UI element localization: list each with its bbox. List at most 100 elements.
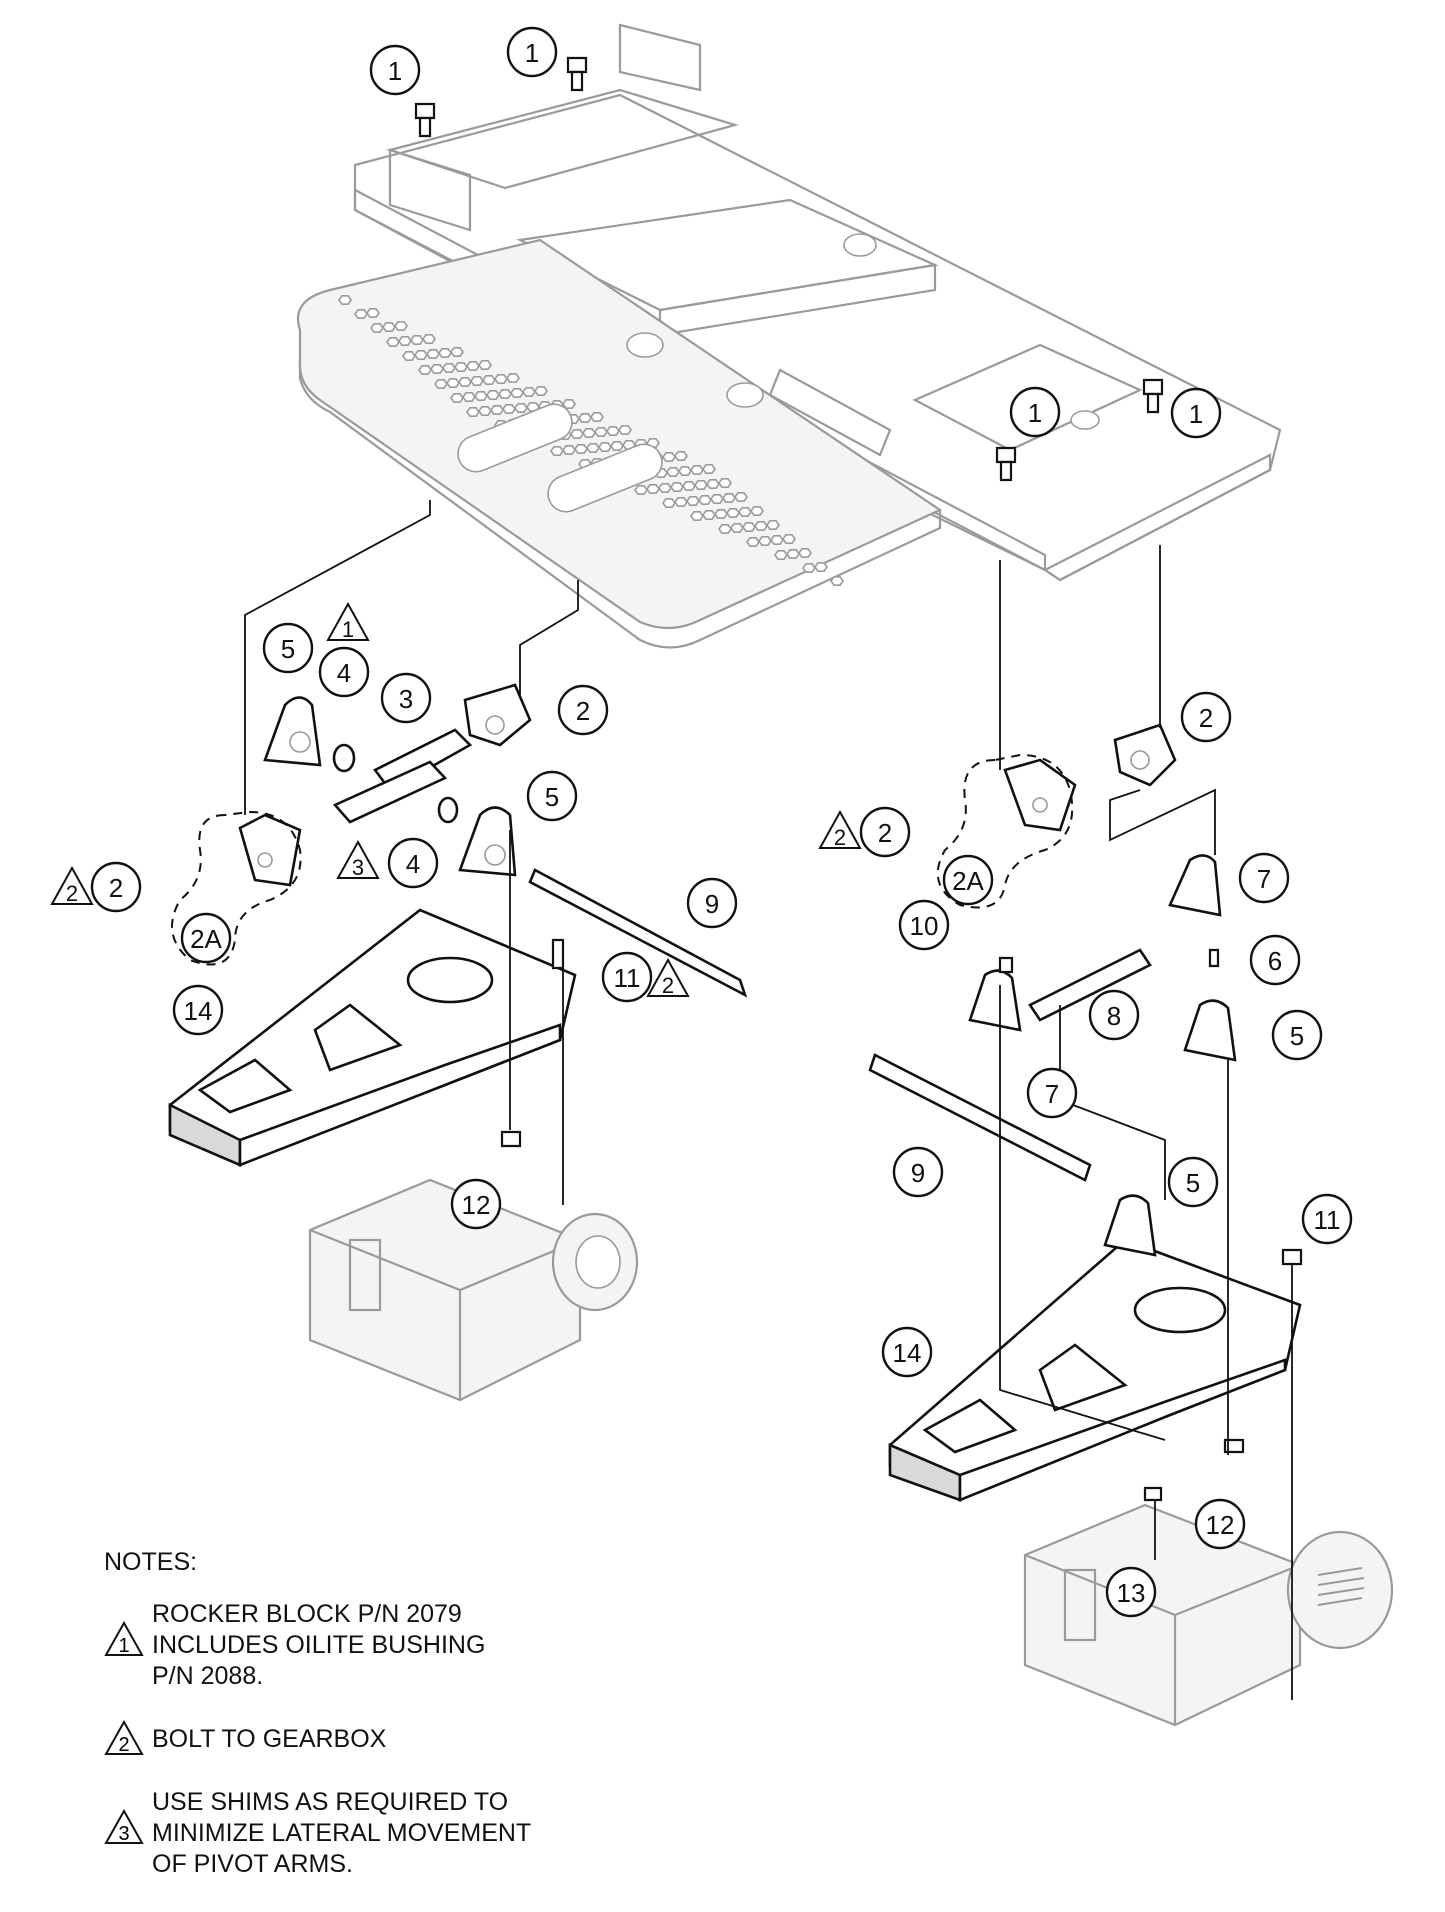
perforation-hole — [462, 391, 476, 403]
perforation-hole — [746, 536, 760, 548]
callout-label: 13 — [1117, 1578, 1146, 1608]
perforation-hole — [398, 335, 412, 347]
callout-circle — [1167, 1156, 1219, 1208]
callout-label: 2A — [190, 924, 222, 954]
callout-circle — [262, 622, 314, 674]
perforation-hole — [690, 510, 704, 522]
callout-label: 10 — [910, 911, 939, 941]
perforation-hole — [798, 547, 812, 559]
perforation-hole — [590, 411, 604, 423]
perforation-hole — [718, 477, 732, 489]
callout-circle — [380, 672, 432, 724]
perforation-hole — [830, 575, 844, 587]
perforation-hole — [486, 389, 500, 401]
perforation-hole — [682, 480, 696, 492]
svg-text:1: 1 — [118, 1635, 129, 1657]
perforation-hole — [658, 482, 672, 494]
callout-circle — [1180, 691, 1232, 743]
perforation-hole — [422, 333, 436, 345]
perforation-hole — [442, 362, 456, 374]
perforation-hole — [814, 561, 828, 573]
callout-label: 4 — [337, 658, 351, 688]
note-flag-icon — [818, 809, 862, 849]
callout-label: 7 — [1257, 864, 1271, 894]
callout-c-l-9: 9 — [686, 877, 738, 929]
perforation-hole — [562, 444, 576, 456]
perforation-hole — [490, 404, 504, 416]
callout-c-top-1c: 1 — [1009, 386, 1061, 438]
perforation-hole — [686, 495, 700, 507]
note-flag-f-l-1: 1 — [326, 601, 370, 642]
callout-circle — [1271, 1009, 1323, 1061]
perforation-hole — [410, 334, 424, 346]
callout-circle — [1194, 1498, 1246, 1550]
callout-circle — [1170, 387, 1222, 439]
callout-circle — [387, 837, 439, 889]
perforation-hole — [730, 522, 744, 534]
perforation-hole — [690, 464, 704, 476]
note-flag-label: 2 — [834, 825, 846, 850]
perforation-hole — [454, 361, 468, 373]
perforation-hole — [394, 320, 408, 332]
callout-c-r-2A: 2A — [942, 854, 994, 906]
perforation-hole — [674, 450, 688, 462]
right-pivot-arm — [888, 1238, 1302, 1502]
perforation-hole — [722, 492, 736, 504]
callout-c-l-2a: 2 — [557, 684, 609, 736]
callout-c-top-1a: 1 — [369, 44, 421, 96]
callout-circle — [892, 1146, 944, 1198]
note-line: ROCKER BLOCK P/N 2079 — [152, 1600, 462, 1628]
left-bushing-group — [171, 810, 302, 966]
note-line: INCLUDES OILITE BUSHING — [152, 1631, 486, 1659]
perforation-hole — [426, 348, 440, 360]
callout-c-r-7a: 7 — [1238, 852, 1290, 904]
perforation-hole — [414, 349, 428, 361]
top-plate-assembly — [296, 23, 1282, 649]
perforation-hole — [434, 378, 448, 390]
callout-label: 12 — [1206, 1510, 1235, 1540]
note-line: P/N 2088. — [152, 1662, 264, 1690]
callout-circle — [526, 770, 578, 822]
perforation-hole — [770, 534, 784, 546]
callout-c-l-5b: 5 — [526, 770, 578, 822]
note-line: MINIMIZE LATERAL MOVEMENT — [152, 1819, 532, 1847]
perforation-hole — [354, 308, 368, 320]
note-flag-label: 2 — [66, 881, 78, 906]
callout-circle — [1088, 989, 1140, 1041]
perforation-hole — [598, 441, 612, 453]
callout-label: 1 — [388, 56, 402, 86]
note-flag-label: 3 — [352, 855, 364, 880]
callout-label: 1 — [1028, 398, 1042, 428]
callout-label: 9 — [911, 1158, 925, 1188]
perforation-hole — [514, 402, 528, 414]
callout-label: 8 — [1107, 1001, 1121, 1031]
perforation-hole — [382, 321, 396, 333]
callout-c-r-2a: 2 — [1180, 691, 1232, 743]
svg-text:3: 3 — [118, 1823, 129, 1845]
note-flag-label: 2 — [662, 973, 674, 998]
callout-c-r-12: 12 — [1194, 1498, 1246, 1550]
leader-lines — [244, 500, 1293, 1700]
perforation-hole — [678, 465, 692, 477]
callout-circle — [180, 912, 232, 964]
perforation-hole — [582, 427, 596, 439]
callout-c-r-13: 13 — [1105, 1566, 1157, 1618]
note-flag-group: 1 3 2 2 2 — [50, 601, 862, 998]
callout-label: 7 — [1045, 1079, 1059, 1109]
right-rocker-components — [868, 723, 1303, 1502]
callout-label: 1 — [1189, 399, 1203, 429]
perforation-hole — [502, 403, 516, 415]
callout-label: 12 — [462, 1190, 491, 1220]
perforation-hole — [578, 412, 592, 424]
callout-label: 5 — [281, 634, 295, 664]
callout-label: 2A — [952, 866, 984, 896]
callout-circle — [1301, 1193, 1353, 1245]
perforation-hole — [370, 322, 384, 334]
note-flag-f-l-2: 2 — [646, 957, 690, 998]
callout-circle — [898, 899, 950, 951]
perforation-hole — [574, 443, 588, 455]
perforation-hole — [498, 388, 512, 400]
perforation-hole — [702, 509, 716, 521]
callout-circle — [1238, 852, 1290, 904]
